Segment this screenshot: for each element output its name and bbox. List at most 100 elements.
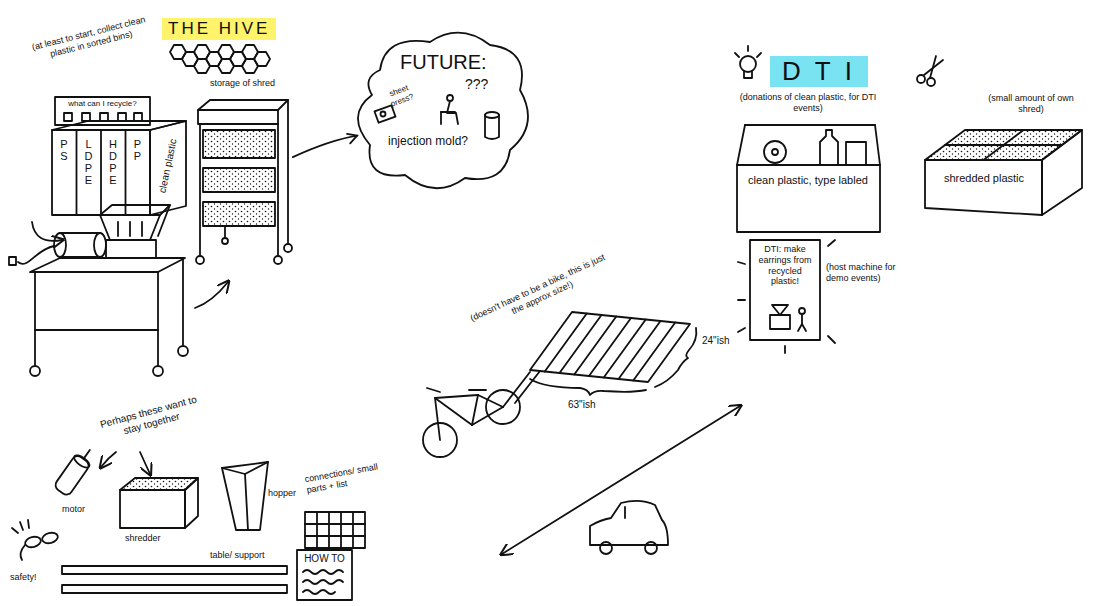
donation-box (737, 125, 745, 165)
node-text: (donations of clean plastic, for DTI eve… (738, 92, 878, 114)
storage-cart (203, 130, 275, 158)
dti-sign (738, 240, 835, 353)
node-text: PP (132, 138, 143, 162)
node-text: HOW TO (297, 553, 352, 565)
bicycle (435, 398, 440, 440)
pointer-arrow (101, 452, 150, 474)
light-bulb (757, 53, 761, 57)
shredder-box (185, 478, 198, 528)
shredder-machine (30, 258, 185, 272)
shredder-machine (117, 222, 119, 236)
storage-cart (284, 244, 292, 252)
node-text: storage of shred (195, 78, 290, 89)
scissors-icon (917, 56, 943, 86)
hexagon-cluster (194, 59, 210, 73)
storage-cart (287, 100, 289, 243)
dti-sign (798, 314, 802, 331)
shredder-machine (60, 232, 100, 234)
shredder-machine (106, 240, 156, 258)
shredder-machine (9, 257, 16, 265)
sorting-bin: PS (52, 134, 76, 212)
recycle-sign (64, 113, 72, 121)
parts-grid (305, 512, 365, 548)
part-label: motor (62, 504, 85, 515)
bin-set (125, 130, 127, 215)
sorting-bin: PP (126, 134, 150, 212)
parts-grid (328, 512, 330, 548)
shredder-machine (54, 233, 66, 257)
node-text: ??? (465, 76, 488, 93)
hive-title: THE HIVE (162, 18, 276, 40)
flow-arrow (32, 222, 62, 241)
car (600, 542, 612, 554)
donation-box: (donations of clean plastic, for DTI eve… (732, 90, 884, 235)
hopper (222, 462, 268, 530)
dti-sign (750, 240, 820, 340)
safety-goggles (12, 520, 59, 560)
car (590, 501, 668, 545)
storage-cart (196, 100, 292, 264)
light-bulb (744, 71, 752, 78)
cloud-icons (441, 111, 455, 113)
how-to-paper (297, 550, 352, 600)
bicycle (472, 395, 478, 425)
connector-line (293, 136, 357, 157)
recycle-sign (118, 113, 126, 121)
note-label: (doesn't have to be a bike, this is just… (467, 251, 612, 334)
light-bulb (740, 56, 756, 72)
shredder-machine (94, 233, 106, 257)
recycle-sign (100, 113, 108, 121)
flow-arrow (195, 282, 228, 308)
shredder-machine (182, 258, 184, 345)
node-text: FUTURE: (400, 50, 487, 74)
part-label: table/ support (210, 550, 265, 561)
shredder-machine (100, 205, 170, 215)
trailer (530, 312, 690, 382)
dti-sign: DTI: make earrings from recycled plastic… (750, 240, 820, 340)
how-to-paper (303, 590, 335, 594)
dti-sign (738, 262, 745, 264)
shred-box (925, 130, 1082, 215)
parts-grid (316, 512, 318, 548)
dti-sign (770, 315, 790, 329)
donation-box (745, 124, 875, 126)
storage-cart (203, 202, 275, 226)
pointer-arrow (140, 452, 150, 474)
recycle-sign: what can I recycle? (55, 97, 150, 125)
hexagon-cluster (218, 59, 234, 73)
future-cloud: FUTURE:???sheet press?injection mold? (360, 38, 520, 178)
parts-grid (352, 512, 354, 548)
trailer (574, 317, 616, 375)
sorting-bin: HDPE (101, 134, 125, 212)
bin-set (100, 130, 102, 215)
shred-box (925, 130, 1082, 160)
storage-cart (222, 238, 228, 244)
bicycle (427, 388, 440, 392)
node-text: HDPE (108, 138, 119, 186)
trailer (619, 321, 661, 379)
motor (53, 454, 91, 497)
bicycle (478, 395, 503, 407)
bin-set (52, 130, 150, 215)
future-cloud (358, 33, 528, 189)
scissors-icon (917, 75, 925, 83)
table-bars (62, 566, 287, 593)
bicycle (435, 398, 472, 425)
part-label: connections/ small parts + list (304, 458, 401, 496)
donation-box (737, 165, 880, 232)
bin-side-label: clean plastic (154, 126, 182, 207)
note-label: (host machine for demo events) (826, 262, 910, 284)
dti-sign (738, 328, 745, 332)
cloud-icons (485, 112, 499, 118)
node-text: what can I recycle? (57, 99, 148, 109)
node-text: clean plastic, type labled (740, 174, 876, 187)
dimension-label: 63"ish (568, 399, 595, 411)
recycle-sign (134, 113, 142, 121)
cloud-icons (440, 112, 442, 124)
table-bars (62, 585, 287, 593)
parts-grid (340, 512, 342, 548)
scissors-icon (930, 56, 936, 78)
